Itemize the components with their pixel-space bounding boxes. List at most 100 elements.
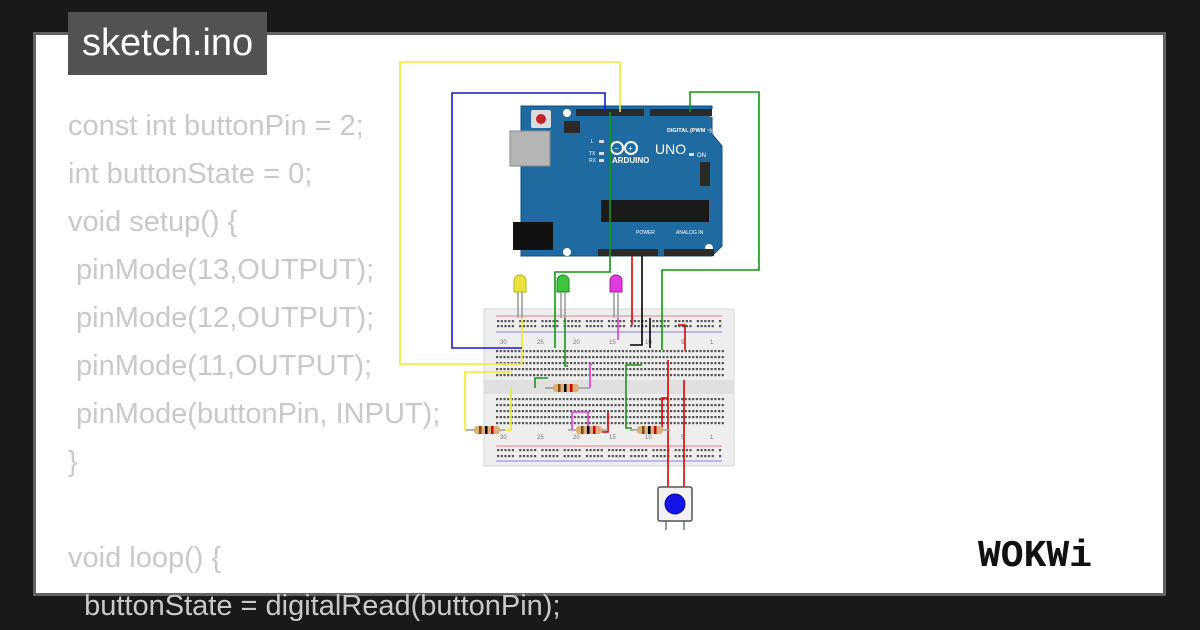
breadboard-hole — [507, 416, 510, 419]
breadboard-hole — [566, 404, 569, 407]
breadboard-hole — [632, 368, 636, 371]
breadboard-hole — [695, 356, 698, 359]
breadboard-hole — [706, 398, 710, 401]
breadboard-hole — [684, 368, 687, 371]
breadboard-hole — [699, 398, 702, 401]
breadboard-hole — [514, 422, 517, 425]
breadboard-hole — [541, 449, 544, 452]
breadboard-hole — [695, 362, 698, 365]
breadboard-hole — [541, 455, 544, 458]
breadboard-hole — [678, 455, 681, 458]
breadboard-hole — [592, 368, 595, 371]
breadboard-hole — [556, 449, 559, 452]
breadboard-hole — [585, 455, 588, 458]
breadboard-hole — [692, 416, 695, 419]
breadboard-hole — [540, 356, 543, 359]
filename-tab[interactable]: sketch.ino — [68, 12, 268, 75]
breadboard-hole — [525, 422, 528, 425]
breadboard-hole — [655, 398, 658, 401]
breadboard-hole — [662, 350, 665, 353]
breadboard-holes — [496, 320, 724, 458]
breadboard-hole — [651, 362, 654, 365]
breadboard-hole — [525, 356, 528, 359]
breadboard-hole — [637, 320, 640, 323]
breadboard-hole — [658, 416, 661, 419]
breadboard-hole — [556, 455, 559, 458]
arduino-uno-board[interactable]: DIGITAL (PWM ~) POWER ANALOG IN − + ARDU… — [509, 105, 723, 257]
breadboard-hole — [570, 398, 573, 401]
breadboard-hole — [699, 356, 702, 359]
breadboard-hole — [507, 368, 510, 371]
breadboard-hole — [558, 398, 562, 401]
breadboard-hole — [685, 455, 688, 458]
analog-header — [664, 249, 714, 256]
breadboard-hole — [541, 325, 544, 328]
breadboard-hole — [714, 404, 717, 407]
breadboard-hole — [714, 368, 717, 371]
breadboard-hole — [499, 350, 502, 353]
breadboard-hole — [677, 356, 680, 359]
breadboard-hole — [596, 325, 600, 328]
breadboard-hole — [510, 416, 513, 419]
led-yellow[interactable] — [513, 274, 527, 318]
breadboard-hole — [669, 362, 673, 365]
breadboard-hole — [714, 350, 717, 353]
breadboard-hole — [536, 398, 539, 401]
led-magenta[interactable] — [609, 274, 623, 318]
breadboard-hole — [533, 416, 536, 419]
breadboard-hole — [614, 410, 617, 413]
resistor[interactable] — [630, 426, 670, 434]
breadboard-hole — [573, 350, 576, 353]
breadboard-hole — [500, 449, 503, 452]
breadboard-hole — [689, 455, 692, 458]
breadboard-hole — [689, 449, 692, 452]
breadboard-hole — [507, 362, 510, 365]
breadboard-hole — [540, 374, 543, 377]
breadboard-hole — [614, 356, 617, 359]
breadboard-hole — [636, 416, 639, 419]
breadboard-hole — [562, 398, 565, 401]
breadboard-hole — [710, 422, 713, 425]
breadboard-hole — [525, 410, 528, 413]
breadboard-hole — [633, 320, 637, 323]
breadboard-hole — [706, 422, 710, 425]
breadboard-hole — [525, 374, 528, 377]
breadboard-hole — [584, 416, 587, 419]
led-green[interactable] — [556, 274, 570, 318]
resistor[interactable] — [568, 426, 608, 434]
breadboard-hole — [669, 404, 673, 407]
breadboard-hole — [521, 416, 525, 419]
breadboard-hole — [706, 362, 710, 365]
breadboard-hole — [534, 325, 537, 328]
breadboard-hole — [610, 410, 613, 413]
breadboard-hole — [529, 350, 532, 353]
breadboard-hole — [607, 350, 610, 353]
breadboard-hole — [706, 356, 710, 359]
breadboard-hole — [514, 416, 517, 419]
wire-magenta — [589, 363, 592, 388]
breadboard-hole — [600, 455, 603, 458]
breadboard-hole — [521, 368, 525, 371]
breadboard-hole — [574, 325, 577, 328]
brand-label: ARDUINO — [612, 156, 649, 165]
analog-label: ANALOG IN — [676, 230, 704, 236]
breadboard-hole — [529, 374, 532, 377]
resistor[interactable] — [545, 384, 590, 392]
breadboard-hole — [588, 398, 591, 401]
pushbutton[interactable] — [657, 486, 693, 530]
resistor[interactable] — [466, 426, 505, 434]
power-label: POWER — [636, 230, 655, 236]
breadboard-hole — [630, 455, 633, 458]
breadboard-hole — [508, 325, 511, 328]
breadboard-hole — [640, 410, 643, 413]
breadboard-hole — [637, 449, 640, 452]
breadboard-hole — [681, 356, 684, 359]
wire-magenta — [571, 411, 589, 430]
breadboard-hole — [573, 398, 576, 401]
breadboard-hole — [545, 320, 548, 323]
breadboard-hole — [645, 449, 648, 452]
wire-red — [678, 324, 686, 350]
breadboard-hole — [578, 320, 581, 323]
breadboard-hole — [588, 410, 591, 413]
